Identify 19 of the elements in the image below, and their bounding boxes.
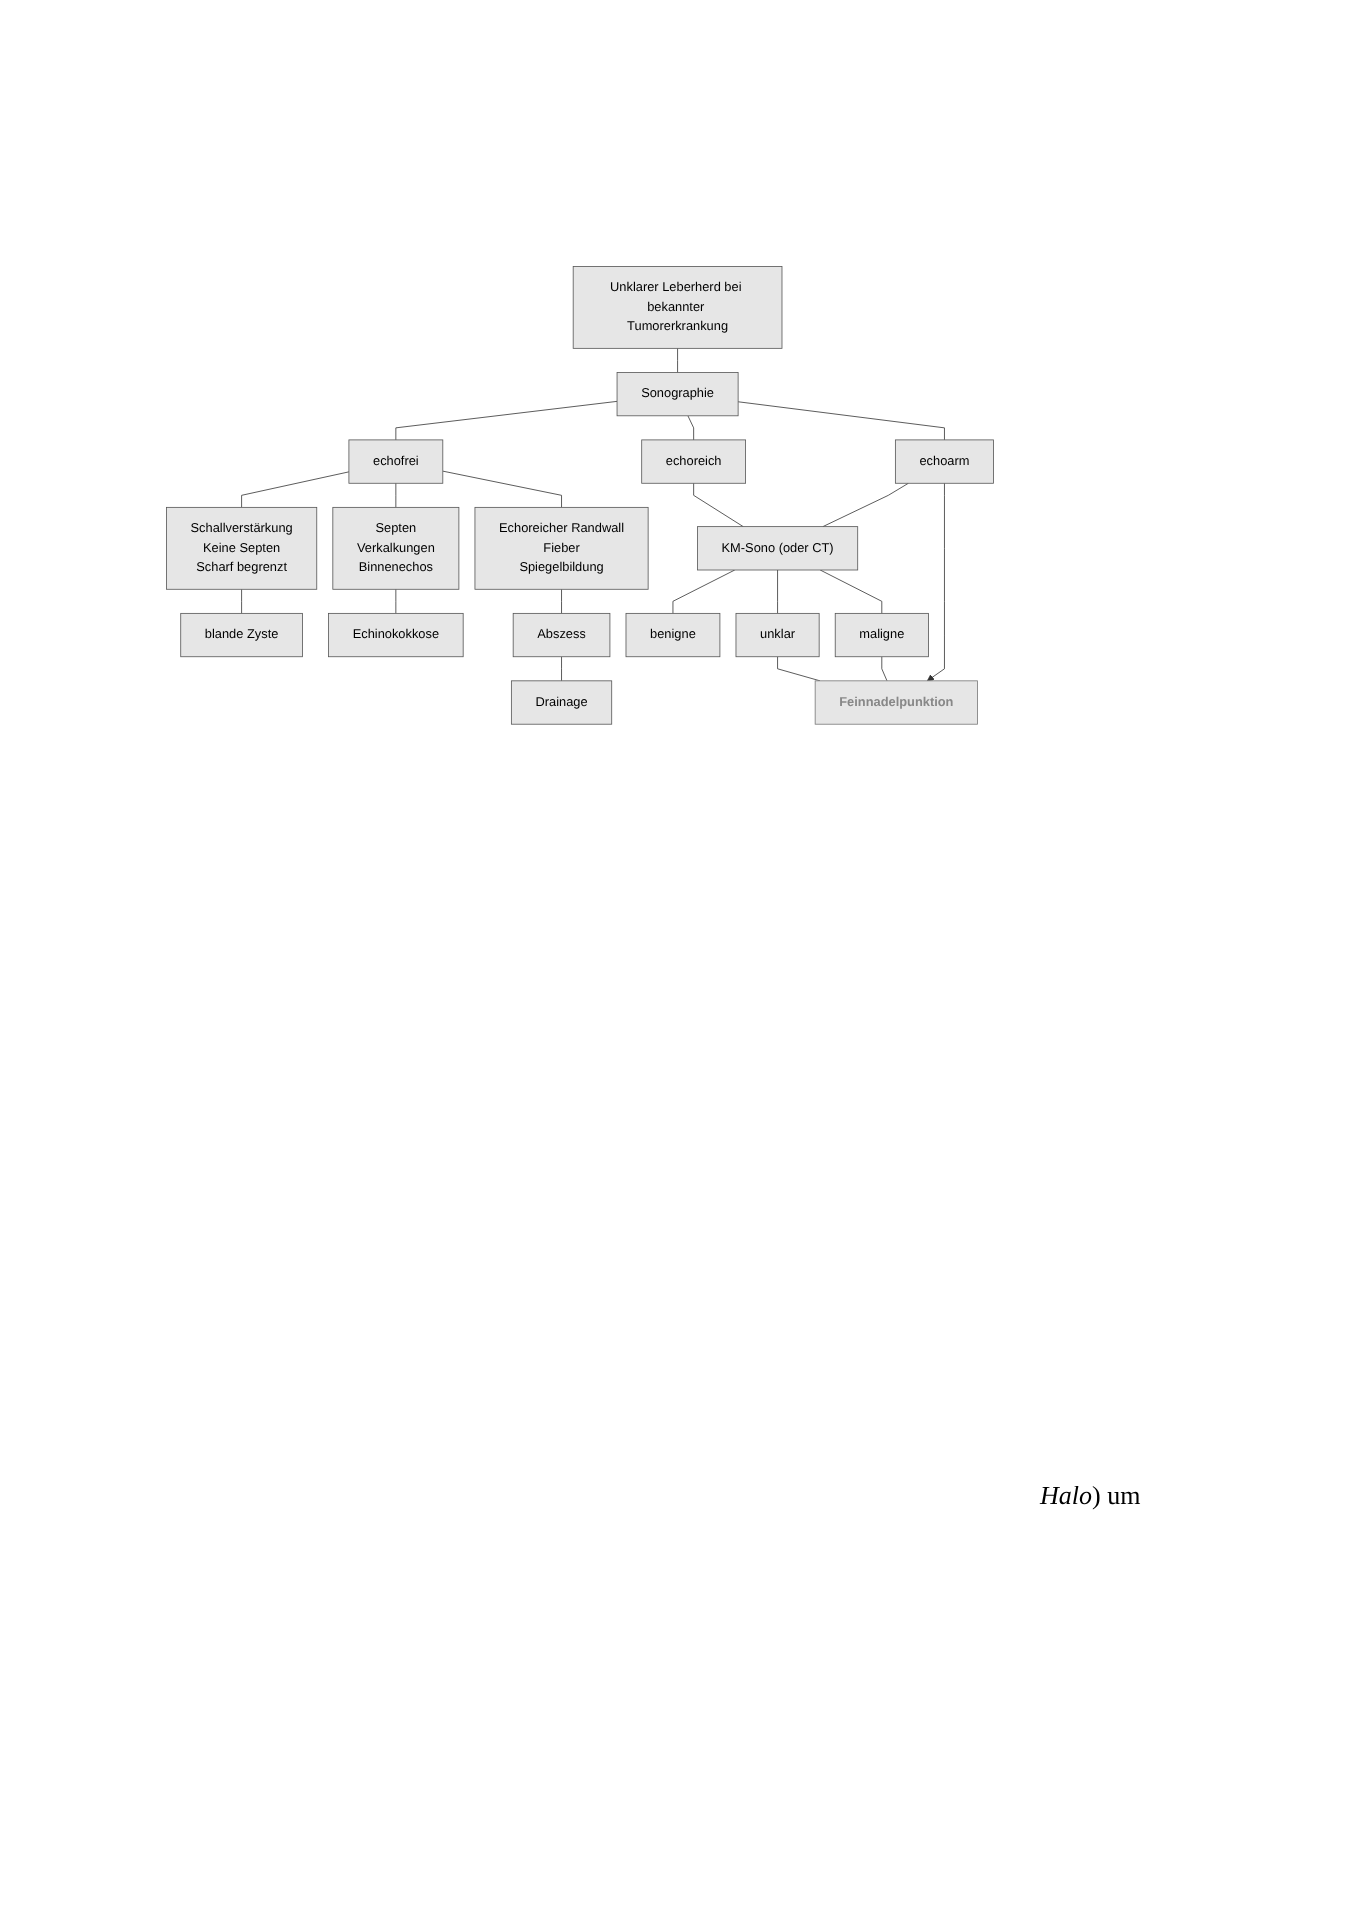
connector xyxy=(819,569,883,614)
body-text: Halo) um xyxy=(1040,1480,1141,1512)
connector xyxy=(395,588,397,614)
connector xyxy=(777,656,821,682)
connector xyxy=(777,569,778,614)
connector xyxy=(881,656,888,682)
connector xyxy=(395,482,397,508)
connector xyxy=(822,482,909,528)
connector xyxy=(672,569,736,614)
connector xyxy=(241,471,350,508)
connector xyxy=(737,401,945,441)
connector xyxy=(687,415,695,441)
connector xyxy=(442,470,562,508)
connector xyxy=(241,588,242,614)
connector xyxy=(395,400,618,441)
connector xyxy=(677,347,678,373)
connector xyxy=(561,656,562,682)
connector xyxy=(693,482,744,528)
connector xyxy=(561,588,562,614)
